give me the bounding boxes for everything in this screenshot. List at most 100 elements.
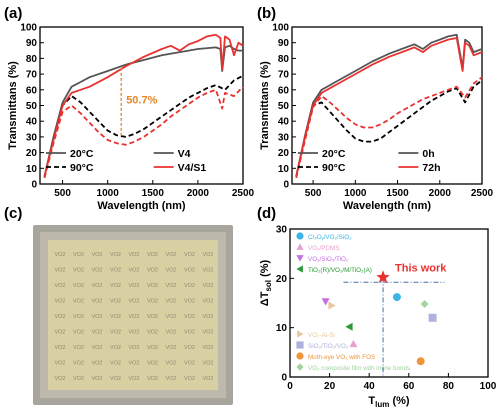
film-text: VO2 bbox=[128, 268, 139, 274]
film-text: VO2 bbox=[184, 376, 195, 382]
film-text: VO2 bbox=[73, 268, 84, 274]
y-tick-label: 80 bbox=[26, 54, 38, 65]
legend-label: 0h bbox=[422, 148, 434, 160]
film-text: VO2 bbox=[128, 314, 139, 320]
y-tick-label: 20 bbox=[26, 148, 38, 159]
film-text: VO2 bbox=[91, 283, 102, 289]
x-tick-label: 80 bbox=[443, 381, 455, 392]
film-text: VO2 bbox=[165, 283, 176, 289]
x-axis-label: Wavelength (nm) bbox=[343, 200, 432, 212]
film-text: VO2 bbox=[147, 252, 158, 258]
film-text: VO2 bbox=[165, 361, 176, 367]
legend-marker bbox=[296, 352, 304, 360]
film-text: VO2 bbox=[73, 361, 84, 367]
film-text: VO2 bbox=[147, 345, 158, 351]
film-text: VO2 bbox=[110, 268, 121, 274]
film-text: VO2 bbox=[147, 299, 158, 305]
legend-marker bbox=[296, 363, 304, 371]
x-tick-label: 40 bbox=[364, 381, 376, 392]
x-axis-label: Tlum (%) bbox=[368, 395, 409, 409]
y-tick-label: 40 bbox=[278, 117, 290, 128]
film-text: VO2 bbox=[54, 252, 65, 258]
film-text: VO2 bbox=[73, 314, 84, 320]
film-text: VO2 bbox=[147, 361, 158, 367]
y-tick-label: 60 bbox=[26, 85, 38, 96]
film-text: VO2 bbox=[54, 361, 65, 367]
film-text: VO2 bbox=[110, 299, 121, 305]
panel-label-a: (a) bbox=[4, 5, 22, 22]
film-text: VO2 bbox=[184, 361, 195, 367]
highlight-label: This work bbox=[395, 262, 447, 274]
film-text: VO2 bbox=[91, 314, 102, 320]
film-text: VO2 bbox=[91, 361, 102, 367]
data-point bbox=[345, 322, 353, 331]
y-tick-label: 30 bbox=[276, 225, 288, 236]
legend-marker bbox=[296, 265, 303, 273]
x-tick-label: 500 bbox=[305, 188, 322, 199]
film-text: VO2 bbox=[147, 376, 158, 382]
x-tick-label: 500 bbox=[54, 188, 71, 199]
film-text: VO2 bbox=[184, 252, 195, 258]
legend-label: V4/S1 bbox=[178, 162, 207, 174]
plot-frame bbox=[289, 228, 489, 378]
film-text: VO2 bbox=[165, 252, 176, 258]
legend-label: Moth-eye VO₂ with FOS bbox=[308, 354, 375, 361]
film-text: VO2 bbox=[147, 330, 158, 336]
x-tick-label: 1000 bbox=[97, 188, 120, 199]
film-text: VO2 bbox=[128, 252, 139, 258]
legend-label: VO₂-Al-Si bbox=[308, 332, 335, 339]
legend-marker bbox=[297, 330, 304, 338]
legend-label: VO₂/SiO₂/TiO₂ bbox=[308, 256, 349, 263]
y-tick-label: 20 bbox=[276, 274, 288, 285]
y-axis-label: Transmittans (%) bbox=[259, 61, 271, 150]
legend-label: 90°C bbox=[322, 162, 346, 174]
film-text: VO2 bbox=[147, 283, 158, 289]
y-tick-label: 10 bbox=[26, 164, 38, 175]
film-text: VO2 bbox=[73, 283, 84, 289]
x-tick-label: 2500 bbox=[471, 188, 494, 199]
legend-label: VO₂ composite film with imine bonds bbox=[308, 365, 410, 372]
film-text: VO2 bbox=[165, 330, 176, 336]
panel-label-c: (c) bbox=[4, 205, 22, 222]
y-tick-label: 30 bbox=[278, 132, 290, 143]
y-tick-label: 90 bbox=[26, 38, 38, 49]
film-text: VO2 bbox=[184, 330, 195, 336]
y-tick-label: 0 bbox=[283, 180, 289, 191]
film-text: VO2 bbox=[128, 345, 139, 351]
film-text: VO2 bbox=[202, 376, 213, 382]
x-tick-label: 20 bbox=[324, 381, 336, 392]
film-text: VO2 bbox=[54, 314, 65, 320]
legend-label: 72h bbox=[422, 162, 440, 174]
x-tick-label: 2000 bbox=[429, 188, 452, 199]
film-text: VO2 bbox=[147, 314, 158, 320]
film-text: VO2 bbox=[110, 345, 121, 351]
legend-marker bbox=[296, 232, 304, 240]
y-tick-label: 20 bbox=[278, 148, 290, 159]
x-tick-label: 0 bbox=[287, 381, 293, 392]
film-text: VO2 bbox=[54, 268, 65, 274]
series-line-0 bbox=[43, 44, 243, 177]
y-tick-label: 10 bbox=[278, 164, 290, 175]
data-point bbox=[420, 300, 429, 308]
film-text: VO2 bbox=[165, 299, 176, 305]
film-text: VO2 bbox=[184, 314, 195, 320]
film-text: VO2 bbox=[73, 330, 84, 336]
film-text: VO2 bbox=[202, 252, 213, 258]
film-text: VO2 bbox=[91, 299, 102, 305]
legend-label: 20°C bbox=[322, 148, 346, 160]
legend-label: TiO₂(R)/VO₂/M/TiO₂(A) bbox=[308, 267, 372, 274]
film-text: VO2 bbox=[54, 330, 65, 336]
film-text: VO2 bbox=[110, 314, 121, 320]
film-text: VO2 bbox=[202, 314, 213, 320]
film-text: VO2 bbox=[54, 376, 65, 382]
y-tick-label: 0 bbox=[281, 373, 287, 384]
film-text: VO2 bbox=[202, 268, 213, 274]
y-tick-label: 100 bbox=[20, 23, 37, 34]
film-text: VO2 bbox=[73, 252, 84, 258]
series-line-3 bbox=[43, 86, 244, 178]
film-text: VO2 bbox=[184, 268, 195, 274]
